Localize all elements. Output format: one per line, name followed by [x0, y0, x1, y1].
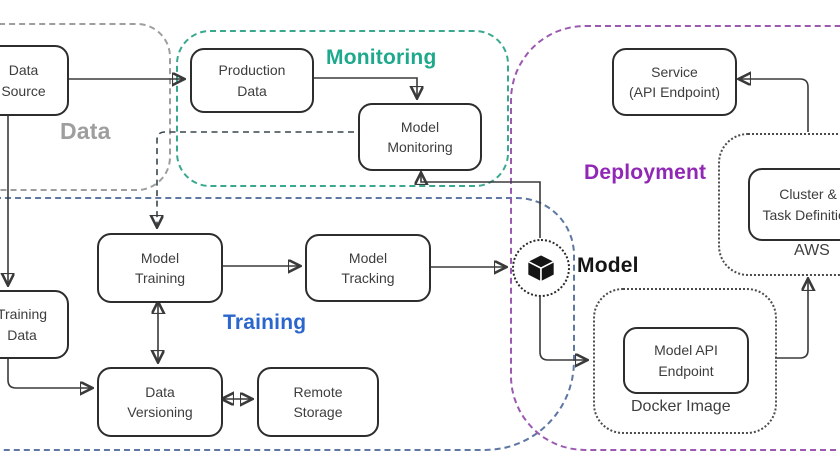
aws-container [718, 133, 840, 276]
aws-caption: AWS [794, 242, 830, 259]
arrow-production-data-to-model-monitoring [311, 77, 417, 97]
node-model-api-endpoint: Model API Endpoint [623, 327, 749, 394]
node-label: Training Data [0, 306, 48, 343]
arrow-model-cube-to-docker-image [539, 296, 586, 360]
model-marker-label: Model [577, 254, 639, 277]
arrow-training-data-to-data-versioning [7, 356, 91, 388]
training-region-label: Training [223, 311, 307, 334]
node-label: Model Tracking [341, 249, 395, 286]
node-label: Remote Storage [293, 383, 343, 420]
node-model-monitoring: Model Monitoring [358, 103, 482, 171]
deployment-region-label: Deployment [584, 161, 707, 184]
docker-image-caption: Docker Image [631, 398, 731, 415]
docker-image-container [593, 288, 777, 434]
data-region-label: Data [60, 118, 111, 144]
node-remote-storage: Remote Storage [257, 367, 379, 437]
node-label: Model Training [134, 249, 186, 286]
node-production-data: Production Data [190, 48, 314, 113]
arrow-aws-to-service [740, 79, 809, 132]
node-data-versioning: Data Versioning [97, 367, 223, 437]
monitoring-region-label: Monitoring [326, 46, 437, 69]
cube-icon [526, 253, 556, 283]
node-service-api-endpoint: Service (API Endpoint) [612, 48, 737, 116]
node-data-source: Data Source [0, 45, 69, 116]
node-label: Service (API Endpoint) [628, 63, 721, 100]
node-training-data: Training Data [0, 290, 69, 359]
node-label: Data Versioning [127, 383, 193, 420]
node-model-training: Model Training [97, 233, 223, 303]
node-label: Data Source [1, 62, 46, 99]
arrow-model-cube-to-model-monitoring [421, 174, 541, 238]
node-label: Production Data [218, 62, 286, 99]
node-model-tracking: Model Tracking [305, 234, 431, 302]
dashed-arrow-model-monitoring-to-model-training [157, 131, 354, 226]
arrow-docker-image-to-aws [775, 280, 808, 359]
node-label: Cluster & Task Definition [762, 186, 840, 223]
node-label: Model Monitoring [387, 118, 453, 155]
node-label: Model API Endpoint [654, 342, 718, 379]
model-artifact-marker [512, 239, 570, 297]
node-cluster-task-definition: Cluster & Task Definition [748, 168, 840, 241]
